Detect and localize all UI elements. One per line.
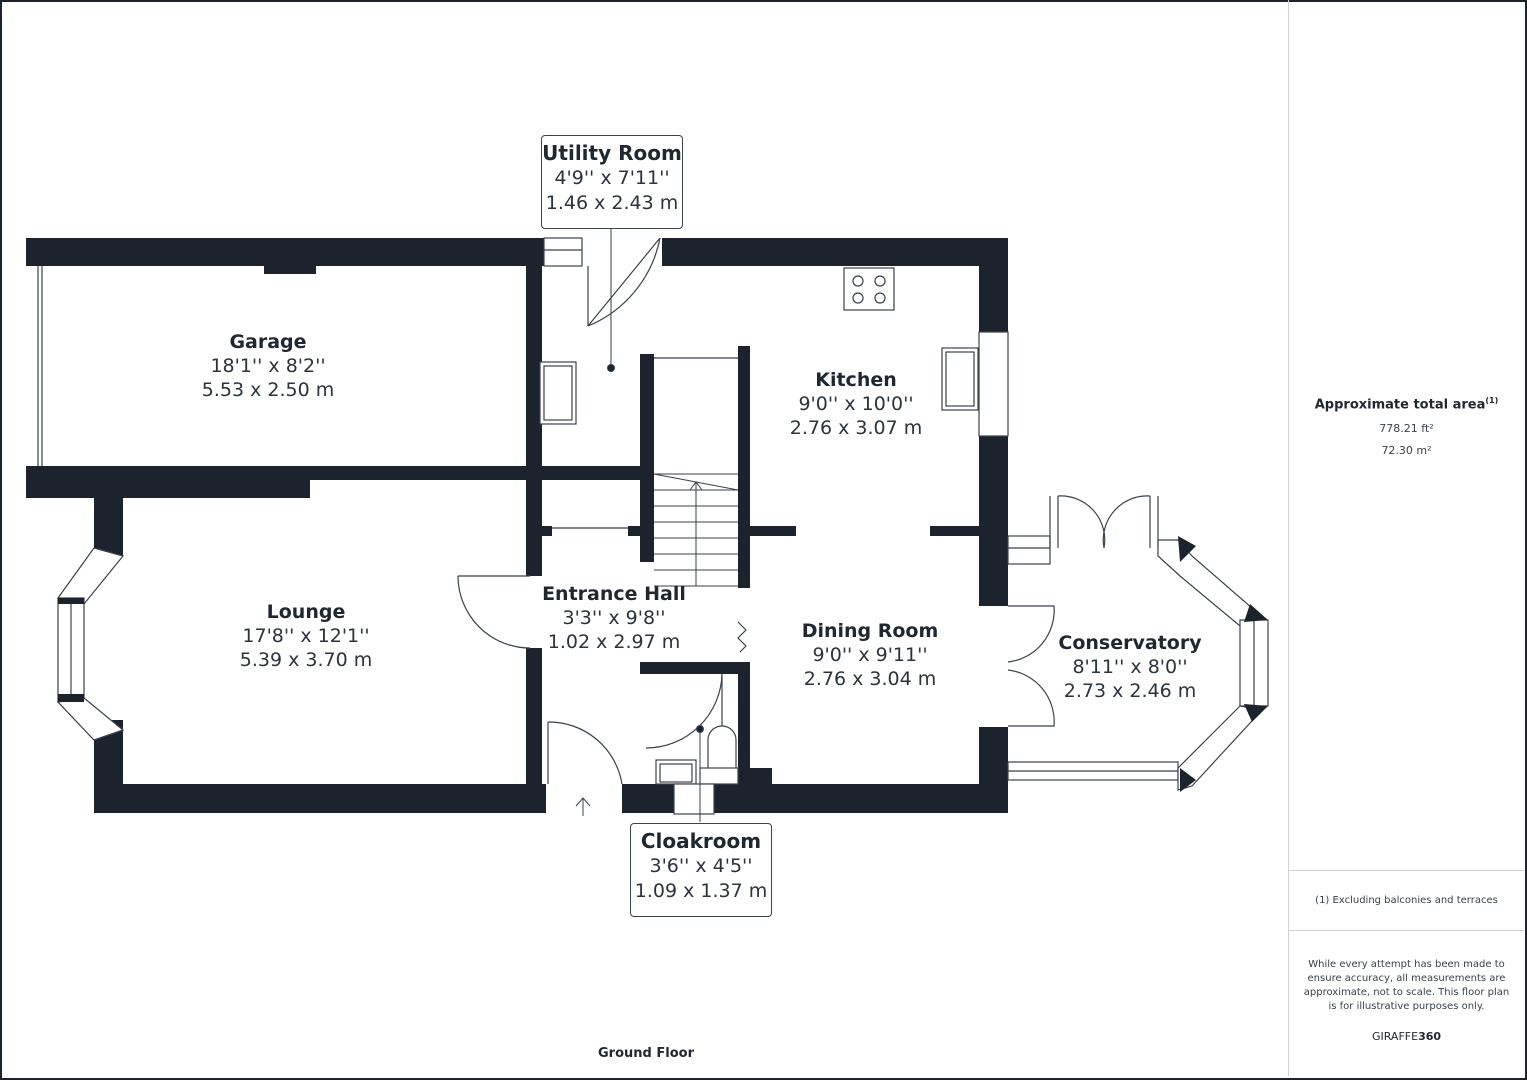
room-name: Entrance Hall xyxy=(542,583,686,605)
total-area-title-text: Approximate total area xyxy=(1314,397,1486,413)
footnote-marker: (1) xyxy=(1485,396,1499,405)
wall-lounge-left-upper xyxy=(94,480,123,556)
divider xyxy=(1289,870,1524,871)
hob xyxy=(843,267,895,311)
room-imperial: 4'9'' x 7'11'' xyxy=(554,167,670,189)
doors xyxy=(457,237,1151,785)
room-label-dining-room: Dining Room 9'0'' x 9'11'' 2.76 x 3.04 m xyxy=(770,619,970,691)
conservatory-corners xyxy=(1178,536,1268,792)
room-imperial: 9'0'' x 9'11'' xyxy=(812,644,928,666)
wall-dining-stub xyxy=(750,526,796,536)
room-label-entrance-hall: Entrance Hall 3'3'' x 9'8'' 1.02 x 2.97 … xyxy=(514,582,714,654)
pointers xyxy=(575,218,704,822)
room-name: Kitchen xyxy=(815,369,897,391)
room-metric: 2.76 x 3.07 m xyxy=(789,417,923,439)
wall-hall-stub xyxy=(542,526,552,536)
brand-logo: GIRAFFE360 xyxy=(1289,1030,1524,1043)
room-imperial: 3'6'' x 4'5'' xyxy=(649,855,753,877)
total-area-title: Approximate total area(1) xyxy=(1289,396,1524,412)
room-label-conservatory: Conservatory 8'11'' x 8'0'' 2.73 x 2.46 … xyxy=(1030,631,1230,703)
footnote-text: (1) Excluding balconies and terraces xyxy=(1315,895,1498,906)
info-sidebar: Approximate total area(1) 778.21 ft² 72.… xyxy=(1288,0,1524,1076)
room-imperial: 17'8'' x 12'1'' xyxy=(242,625,370,647)
wall-cloak-right xyxy=(738,662,750,782)
wall-lounge-right xyxy=(526,520,542,576)
room-callout-cloakroom: Cloakroom 3'6'' x 4'5'' 1.09 x 1.37 m xyxy=(630,823,772,917)
bay-corners xyxy=(58,598,84,702)
room-metric: 1.02 x 2.97 m xyxy=(547,631,681,653)
garage-beam xyxy=(264,266,316,274)
total-area-m: 72.30 m² xyxy=(1381,444,1432,457)
divider xyxy=(1289,930,1524,931)
wall-top-right xyxy=(662,238,1008,266)
wall-kitchen-stub xyxy=(930,526,979,536)
room-imperial: 18'1'' x 8'2'' xyxy=(210,355,326,377)
room-label-kitchen: Kitchen 9'0'' x 10'0'' 2.76 x 3.07 m xyxy=(756,368,956,440)
wall-stairs-right xyxy=(738,346,750,588)
bay-window-lounge xyxy=(56,547,125,741)
room-metric: 1.09 x 1.37 m xyxy=(634,880,768,902)
disclaimer-text: While every attempt has been made to ens… xyxy=(1303,959,1510,1012)
floor-name: Ground Floor xyxy=(598,1046,694,1061)
wall-cloak-left xyxy=(640,662,646,674)
wall-hall-stub2 xyxy=(628,526,640,536)
brand-suffix: 360 xyxy=(1418,1030,1442,1043)
wall-cloak-top xyxy=(640,662,750,674)
floor-plan-drawing xyxy=(26,218,1269,822)
stairs xyxy=(653,473,739,587)
room-name: Lounge xyxy=(266,601,346,623)
brand-prefix: GIRAFFE xyxy=(1371,1030,1419,1043)
room-name: Utility Room xyxy=(542,141,682,165)
room-callout-utility: Utility Room 4'9'' x 7'11'' 1.46 x 2.43 … xyxy=(541,135,683,229)
room-name: Garage xyxy=(229,331,307,353)
walls xyxy=(26,238,1008,813)
room-imperial: 3'3'' x 9'8'' xyxy=(562,607,666,629)
wall-bottom-lounge xyxy=(94,784,546,813)
wall-kitchen-right-upper xyxy=(979,238,1008,332)
room-imperial: 9'0'' x 10'0'' xyxy=(798,393,914,415)
room-metric: 1.46 x 2.43 m xyxy=(545,192,679,214)
room-label-garage: Garage 18'1'' x 8'2'' 5.53 x 2.50 m xyxy=(168,330,368,402)
room-imperial: 8'11'' x 8'0'' xyxy=(1072,656,1188,678)
fixtures xyxy=(539,267,979,815)
room-label-lounge: Lounge 17'8'' x 12'1'' 5.39 x 3.70 m xyxy=(206,600,406,672)
room-metric: 5.39 x 3.70 m xyxy=(239,649,373,671)
room-name: Conservatory xyxy=(1058,632,1202,654)
wall-garage-bottom-thick xyxy=(26,466,310,498)
wall-lounge-right-lower xyxy=(526,648,542,812)
wall-top-left xyxy=(26,238,544,266)
room-metric: 5.53 x 2.50 m xyxy=(201,379,335,401)
room-name: Cloakroom xyxy=(640,829,762,853)
wall-kitchen-right-middle xyxy=(979,436,1008,606)
room-name: Dining Room xyxy=(801,620,939,642)
room-metric: 2.73 x 2.46 m xyxy=(1063,680,1197,702)
wall-stairs-left xyxy=(640,354,654,562)
total-area-ft: 778.21 ft² xyxy=(1379,422,1434,435)
room-metric: 2.76 x 3.04 m xyxy=(803,668,937,690)
wall-cloak-corner xyxy=(738,768,772,784)
